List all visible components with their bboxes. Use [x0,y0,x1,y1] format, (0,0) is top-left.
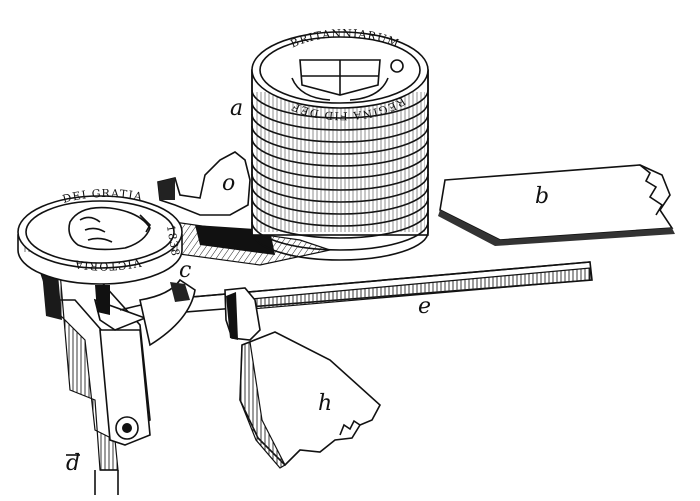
support-d [38,269,181,495]
label-b: b [535,184,549,209]
arm-c [139,278,196,347]
label-c: c [179,258,191,283]
label-e: e [418,294,431,319]
queen-portrait-icon [68,206,151,251]
single-coin-lower-legend: VICTORIA [73,256,143,273]
coin-stack-a: BRITANNIARUM REGINA FID DEF [251,27,429,261]
single-coin-year: 1838 [164,224,182,258]
bracket-o [157,151,251,216]
label-h: h [318,391,332,416]
lever-h [224,287,382,469]
label-d: d [66,451,80,476]
royal-arms-icon [291,59,404,101]
plate-b [438,164,675,246]
single-coin: DEI GRATIA VICTORIA 1838 [17,187,183,285]
label-a: a [230,96,243,121]
label-o: o [222,171,235,196]
single-coin-face [17,195,183,269]
